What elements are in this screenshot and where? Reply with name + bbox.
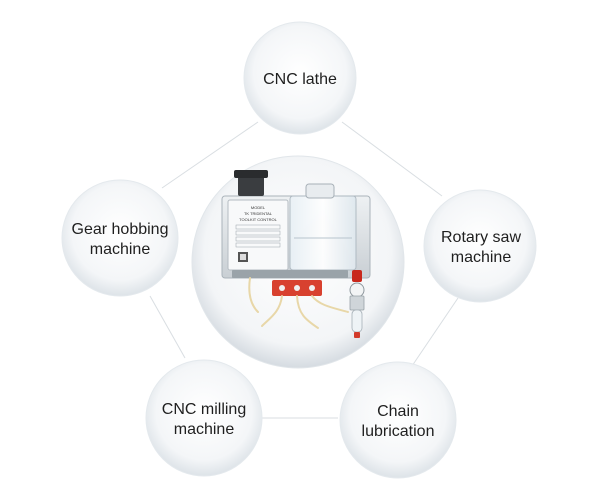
- node-cnc-milling: CNC milling machine: [145, 359, 263, 477]
- pump-base: [232, 270, 348, 278]
- air-regulator: [349, 270, 365, 338]
- label-row: [235, 224, 281, 230]
- node-label-line: machine: [90, 241, 151, 258]
- node-circle: [61, 179, 179, 297]
- node-label-line: Gear hobbing: [72, 221, 169, 238]
- label-row: [235, 242, 281, 248]
- oil-tube: [248, 277, 259, 313]
- node-label-line: Rotary saw: [441, 229, 521, 246]
- node-label-line: lubrication: [362, 423, 435, 440]
- connector-gear-lathe: [161, 121, 259, 189]
- node-cnc-lathe: CNC lathe: [243, 21, 357, 135]
- node-gear-hobbing: Gear hobbing machine: [61, 179, 179, 297]
- node-circle: [243, 21, 357, 135]
- oil-tube: [311, 295, 349, 313]
- connectors: [149, 121, 459, 419]
- manifold-port: [279, 285, 285, 291]
- connector-lathe-saw: [341, 121, 443, 197]
- node-rotary-saw: Rotary saw machine: [423, 189, 537, 303]
- pressure-gauge-icon: [349, 282, 365, 298]
- junction-box-cap: [234, 170, 268, 178]
- label-row: [235, 236, 281, 242]
- regulator-knob: [352, 270, 362, 282]
- connector-milling-gear: [149, 295, 186, 359]
- connector-saw-chain: [411, 297, 459, 367]
- oil-tube: [261, 295, 283, 327]
- pump-label-line-2: TK TRIDENTAL: [244, 211, 273, 216]
- pump-label-line-1: MODEL: [251, 205, 266, 210]
- tank-cap: [305, 183, 335, 199]
- node-circle: [339, 361, 457, 479]
- node-circle: [145, 359, 263, 477]
- node-label-line: machine: [174, 421, 235, 438]
- distributor-manifold: [272, 280, 322, 296]
- manifold-port: [309, 285, 315, 291]
- node-circle: [423, 189, 537, 303]
- label-row: [235, 230, 281, 236]
- filter-bowl: [351, 309, 363, 333]
- pump-label-line-3: TOOLKIT CONTROL: [239, 217, 277, 222]
- center-node: MODEL TK TRIDENTAL TOOLKIT CONTROL: [191, 155, 405, 369]
- lubrication-pump-image: MODEL TK TRIDENTAL TOOLKIT CONTROL: [221, 170, 371, 338]
- oil-tube: [296, 295, 319, 329]
- filter-drain: [354, 332, 360, 338]
- node-label-line: Chain: [377, 403, 419, 420]
- node-label-line: CNC lathe: [263, 71, 337, 88]
- node-chain-lubrication: Chain lubrication: [339, 361, 457, 479]
- node-label-line: CNC milling: [162, 401, 246, 418]
- manifold-port: [294, 285, 300, 291]
- regulator-body: [349, 295, 365, 311]
- junction-box: [238, 174, 264, 196]
- node-label-line: machine: [451, 249, 512, 266]
- pump-label: MODEL TK TRIDENTAL TOOLKIT CONTROL: [235, 205, 281, 262]
- oil-tubes: [248, 277, 349, 329]
- oil-tank: [289, 195, 357, 271]
- qr-code-inner: [240, 254, 246, 260]
